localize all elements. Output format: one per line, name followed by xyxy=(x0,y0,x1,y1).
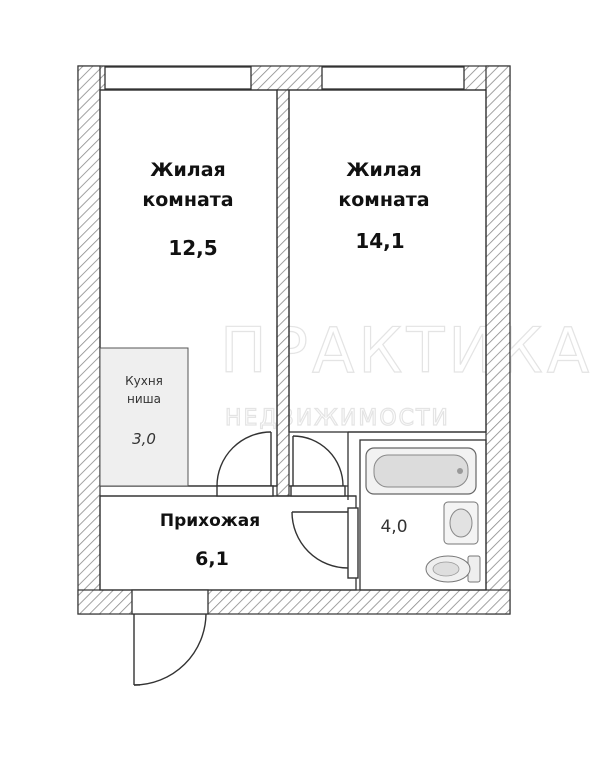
hallway-area: 6,1 xyxy=(195,548,229,570)
watermark: ПРАКТИКА НЕДВИЖИМОСТИ xyxy=(219,313,593,431)
door-swing-icon[interactable] xyxy=(216,431,274,497)
toilet-icon xyxy=(425,555,481,583)
doors xyxy=(133,431,359,686)
wall-partition-living xyxy=(276,89,290,497)
bathtub-icon xyxy=(365,447,477,495)
watermark-line2: НЕДВИЖИМОСТИ xyxy=(225,406,450,431)
living-room-1-label-line1: Жилая xyxy=(150,159,226,181)
bathroom-area: 4,0 xyxy=(380,517,407,537)
room-labels: Жилая комната 12,5 Жилая комната 14,1 Ку… xyxy=(125,159,430,570)
window-icon xyxy=(321,66,465,90)
kitchen-niche-area: 3,0 xyxy=(132,430,156,448)
living-room-2-label-line2: комната xyxy=(338,189,429,211)
living-room-2-area: 14,1 xyxy=(355,229,404,253)
window-icon xyxy=(104,66,252,90)
windows xyxy=(104,66,465,90)
living-room-1-label-line2: комната xyxy=(142,189,233,211)
wall-right xyxy=(485,65,511,615)
living-room-1-area: 12,5 xyxy=(168,236,217,260)
entrance-opening xyxy=(131,589,209,615)
living-room-2-label-line1: Жилая xyxy=(346,159,422,181)
hallway-label: Прихожая xyxy=(160,511,260,531)
kitchen-niche xyxy=(99,347,189,487)
sink-icon xyxy=(443,501,479,545)
kitchen-niche-label-line1: Кухня xyxy=(125,374,163,388)
door-swing-icon[interactable] xyxy=(290,435,346,497)
watermark-line1: ПРАКТИКА xyxy=(220,314,593,387)
wall-left xyxy=(77,65,101,615)
bathroom-fixtures xyxy=(365,447,481,583)
room-bathroom-outline xyxy=(359,439,487,591)
kitchen-niche-label-line2: ниша xyxy=(127,392,161,406)
door-swing-icon[interactable] xyxy=(291,507,359,579)
door-swing-icon[interactable] xyxy=(133,613,207,686)
